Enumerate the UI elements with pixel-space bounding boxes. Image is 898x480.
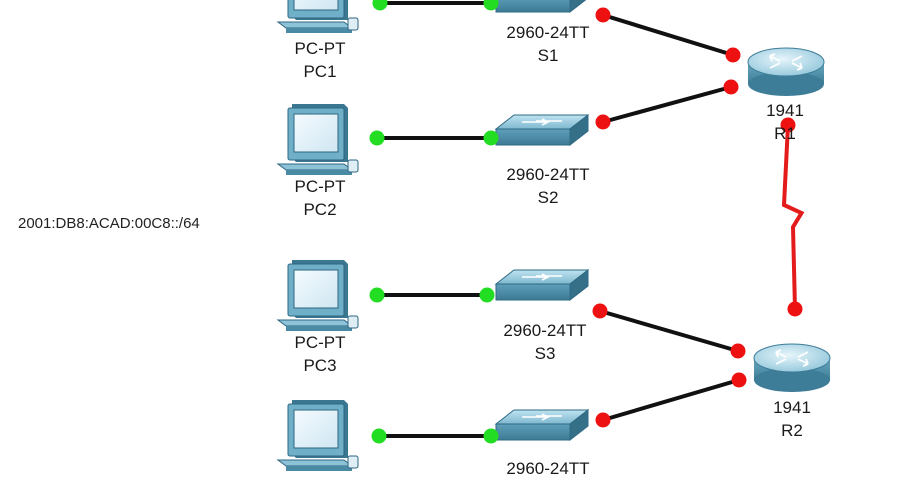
port-status-light: [787, 301, 803, 317]
device-model: 1941: [766, 101, 804, 120]
device-model: PC-PT: [294, 333, 346, 352]
port-status-light: [723, 79, 739, 95]
pc-icon[interactable]: [276, 104, 359, 175]
port-status-light: [595, 7, 611, 23]
port-status-light: [372, 0, 388, 11]
device-model: 2960-24TT: [506, 165, 590, 184]
device-label-pc2: PC-PT PC2: [295, 175, 346, 221]
device-model: 2960-24TT: [506, 459, 590, 478]
port-status-light: [780, 117, 796, 133]
port-status-light: [592, 303, 608, 319]
device-name: PC1: [303, 62, 337, 81]
device-name: S1: [537, 46, 559, 65]
network-address-note: 2001:DB8:ACAD:00C8::/64: [18, 215, 200, 232]
serial-link-r1-r2[interactable]: [781, 124, 805, 310]
device-name: S2: [537, 188, 559, 207]
device-name: S3: [534, 344, 556, 363]
copper-link-s4-r2[interactable]: [602, 378, 740, 422]
port-status-light: [595, 412, 611, 428]
port-status-light: [725, 47, 741, 63]
port-status-light: [483, 0, 499, 11]
device-name: R1: [774, 124, 796, 143]
pc-icon[interactable]: [276, 0, 359, 33]
port-status-light: [595, 114, 611, 130]
device-label-s1: 2960-24TT S1: [506, 21, 589, 67]
device-label-s2: 2960-24TT S2: [506, 163, 589, 209]
switch-icon[interactable]: [494, 113, 590, 147]
port-status-light: [479, 287, 495, 303]
device-name: PC2: [303, 200, 337, 219]
device-model: 2960-24TT: [506, 23, 590, 42]
switch-icon[interactable]: [494, 268, 590, 302]
router-icon[interactable]: [747, 47, 825, 96]
port-status-light: [483, 130, 499, 146]
device-model: PC-PT: [294, 39, 346, 58]
device-model: 1941: [773, 398, 811, 417]
device-label-pc1: PC-PT PC1: [295, 37, 346, 83]
device-label-s4: 2960-24TT: [506, 457, 589, 480]
port-status-light: [731, 372, 747, 388]
port-status-light: [730, 343, 746, 359]
device-name: PC3: [303, 356, 337, 375]
device-name: R2: [781, 421, 803, 440]
ports-layer: [369, 0, 803, 444]
port-status-light: [483, 428, 499, 444]
devices-layer: [276, 0, 831, 471]
pc-icon[interactable]: [276, 260, 359, 331]
port-status-light: [369, 130, 385, 146]
copper-link-s3-r2[interactable]: [599, 309, 739, 353]
switch-icon[interactable]: [495, 0, 588, 14]
switch-icon[interactable]: [494, 408, 590, 442]
device-model: 2960-24TT: [503, 321, 587, 340]
links-layer: [377, 1, 805, 438]
device-model: PC-PT: [294, 177, 346, 196]
copper-link-s2-r1[interactable]: [602, 85, 732, 124]
pc-icon[interactable]: [276, 400, 359, 471]
device-label-pc3: PC-PT PC3: [295, 331, 346, 377]
router-icon[interactable]: [753, 343, 831, 392]
device-label-s3: 2960-24TT S3: [503, 319, 586, 365]
copper-link-s1-r1[interactable]: [602, 13, 734, 57]
port-status-light: [369, 287, 385, 303]
port-status-light: [371, 428, 387, 444]
